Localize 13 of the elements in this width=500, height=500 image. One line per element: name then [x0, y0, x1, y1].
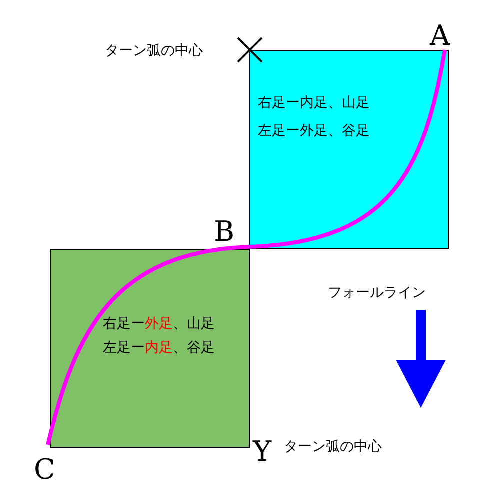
point-letter: Y: [253, 438, 272, 466]
foot-note-text: 左足ー内足、谷足: [103, 339, 215, 358]
direction-label: フォールライン: [328, 286, 426, 300]
foot-note-text: 右足ー内足、山足: [258, 94, 370, 113]
foot-note-text: 右足ー外足、山足: [103, 315, 215, 334]
point-letter: B: [214, 218, 235, 246]
center-label: ターン弧の中心: [284, 440, 382, 454]
point-letter: C: [34, 456, 56, 484]
center-label: ターン弧の中心: [105, 44, 203, 58]
point-letter: A: [430, 22, 450, 50]
foot-note-text: 左足ー外足、谷足: [258, 122, 370, 141]
square-region: [50, 249, 250, 448]
square-region: [249, 50, 449, 249]
